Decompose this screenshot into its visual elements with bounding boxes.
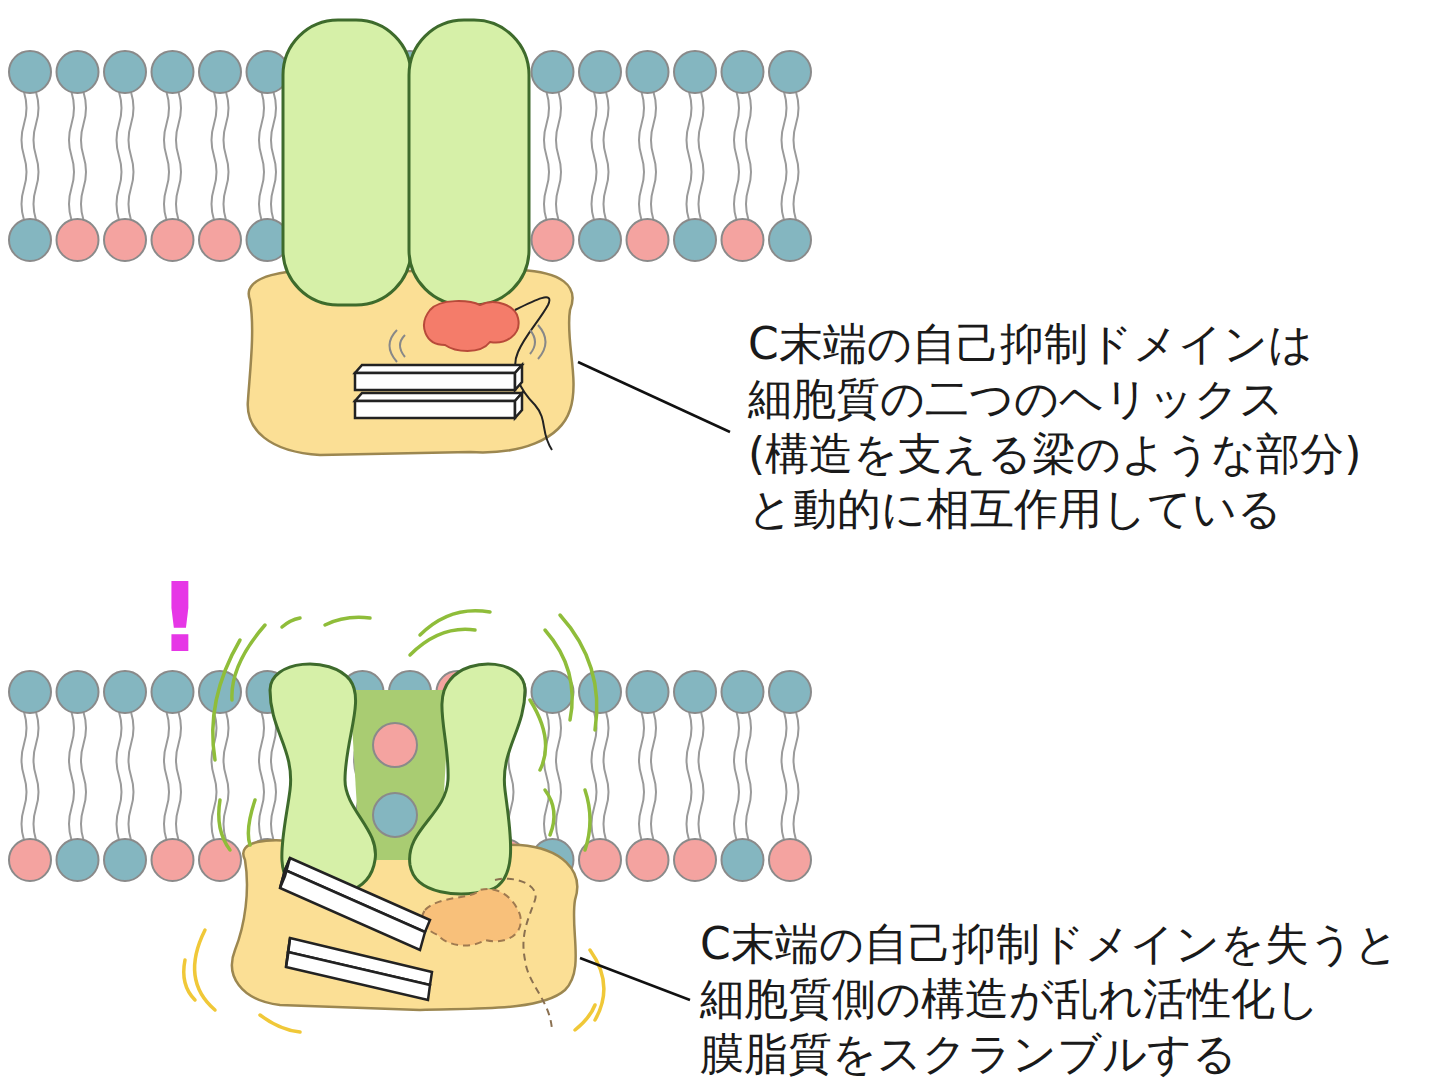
lipid-tail bbox=[639, 712, 644, 840]
lipid-head bbox=[769, 839, 811, 881]
lipid-head bbox=[532, 219, 574, 261]
lipid-tail bbox=[22, 92, 27, 220]
lipid-head bbox=[152, 219, 194, 261]
lipid-head bbox=[57, 219, 99, 261]
lipid-tail bbox=[271, 712, 276, 840]
lipid-head bbox=[57, 51, 99, 93]
lipid-head bbox=[674, 671, 716, 713]
lipid-head bbox=[9, 839, 51, 881]
lipid-tail bbox=[117, 92, 122, 220]
lipid-head bbox=[104, 219, 146, 261]
lipid-tail bbox=[556, 92, 561, 220]
lipid-head bbox=[722, 51, 764, 93]
lipid-tail bbox=[604, 92, 609, 220]
lipid-tail bbox=[699, 92, 704, 220]
lipid-head bbox=[152, 51, 194, 93]
lipid-head bbox=[722, 219, 764, 261]
callout-text: C末端の自己抑制ドメインは 細胞質の二つのヘリックス (構造を支える梁のような部… bbox=[748, 316, 1428, 536]
lipid-tail bbox=[34, 92, 39, 220]
lipid-head bbox=[722, 671, 764, 713]
lipid-head bbox=[532, 671, 574, 713]
lipid-head bbox=[674, 219, 716, 261]
lipid-tail bbox=[22, 712, 27, 840]
lipid-tail bbox=[164, 712, 169, 840]
lipid-tail bbox=[34, 712, 39, 840]
lipid-tail bbox=[556, 712, 561, 840]
lipid-tail bbox=[259, 712, 264, 840]
lipid-tail bbox=[176, 712, 181, 840]
lipid-head bbox=[57, 839, 99, 881]
lipid-head bbox=[104, 839, 146, 881]
lipid-head bbox=[532, 51, 574, 93]
lipid-head bbox=[9, 671, 51, 713]
lipid-tail bbox=[734, 92, 739, 220]
lipid-tail bbox=[129, 712, 134, 840]
lipid-head bbox=[57, 671, 99, 713]
lipid-head bbox=[579, 51, 621, 93]
lipid-tail bbox=[651, 712, 656, 840]
lipid-head bbox=[579, 219, 621, 261]
lipid-head bbox=[199, 219, 241, 261]
lipid-tail bbox=[176, 92, 181, 220]
lipid-tail bbox=[639, 92, 644, 220]
lipid-head bbox=[674, 839, 716, 881]
lipid-head bbox=[9, 51, 51, 93]
lipid-tail bbox=[81, 712, 86, 840]
lipid-head bbox=[769, 51, 811, 93]
lipid-tail bbox=[794, 92, 799, 220]
lipid-head bbox=[104, 671, 146, 713]
lipid-tail bbox=[651, 92, 656, 220]
lipid-head bbox=[199, 51, 241, 93]
lipid-tail bbox=[604, 712, 609, 840]
lipid-tail bbox=[212, 92, 217, 220]
protein-open bbox=[184, 611, 690, 1032]
lipid-tail bbox=[224, 92, 229, 220]
lipid-tail bbox=[746, 92, 751, 220]
lipid-tail bbox=[544, 92, 549, 220]
alert-mark: ! bbox=[158, 570, 208, 666]
lipid-head bbox=[722, 839, 764, 881]
lipid-tail bbox=[224, 712, 229, 840]
lipid-head bbox=[769, 671, 811, 713]
lipid-tail bbox=[794, 712, 799, 840]
lipid-head bbox=[579, 671, 621, 713]
lipid-head bbox=[104, 51, 146, 93]
lipid-tail bbox=[699, 712, 704, 840]
lipid-tail bbox=[782, 92, 787, 220]
lipid-tail bbox=[687, 712, 692, 840]
lipid-tail bbox=[81, 92, 86, 220]
lipid-tail bbox=[271, 92, 276, 220]
lipid-tail bbox=[164, 92, 169, 220]
lipid-head bbox=[627, 51, 669, 93]
lipid-head bbox=[769, 219, 811, 261]
lipid-tail bbox=[69, 712, 74, 840]
lipid-tail bbox=[129, 92, 134, 220]
lipid-head bbox=[9, 219, 51, 261]
protein-closed bbox=[248, 20, 730, 455]
lipid-tail bbox=[69, 92, 74, 220]
lipid-tail bbox=[592, 92, 597, 220]
lipid-head bbox=[627, 219, 669, 261]
lipid-head bbox=[152, 839, 194, 881]
lipid-tail bbox=[782, 712, 787, 840]
lipid-tail bbox=[734, 712, 739, 840]
lipid-tail bbox=[117, 712, 122, 840]
lipid-tail bbox=[687, 92, 692, 220]
callout-text: C末端の自己抑制ドメインを失うと 細胞質側の構造が乱れ活性化し 膜脂質をスクラン… bbox=[700, 916, 1425, 1081]
lipid-head bbox=[674, 51, 716, 93]
lipid-tail bbox=[259, 92, 264, 220]
lipid-head bbox=[627, 671, 669, 713]
lipid-head bbox=[627, 839, 669, 881]
lipid-head bbox=[199, 839, 241, 881]
lipid-tail bbox=[746, 712, 751, 840]
lipid-head bbox=[152, 671, 194, 713]
